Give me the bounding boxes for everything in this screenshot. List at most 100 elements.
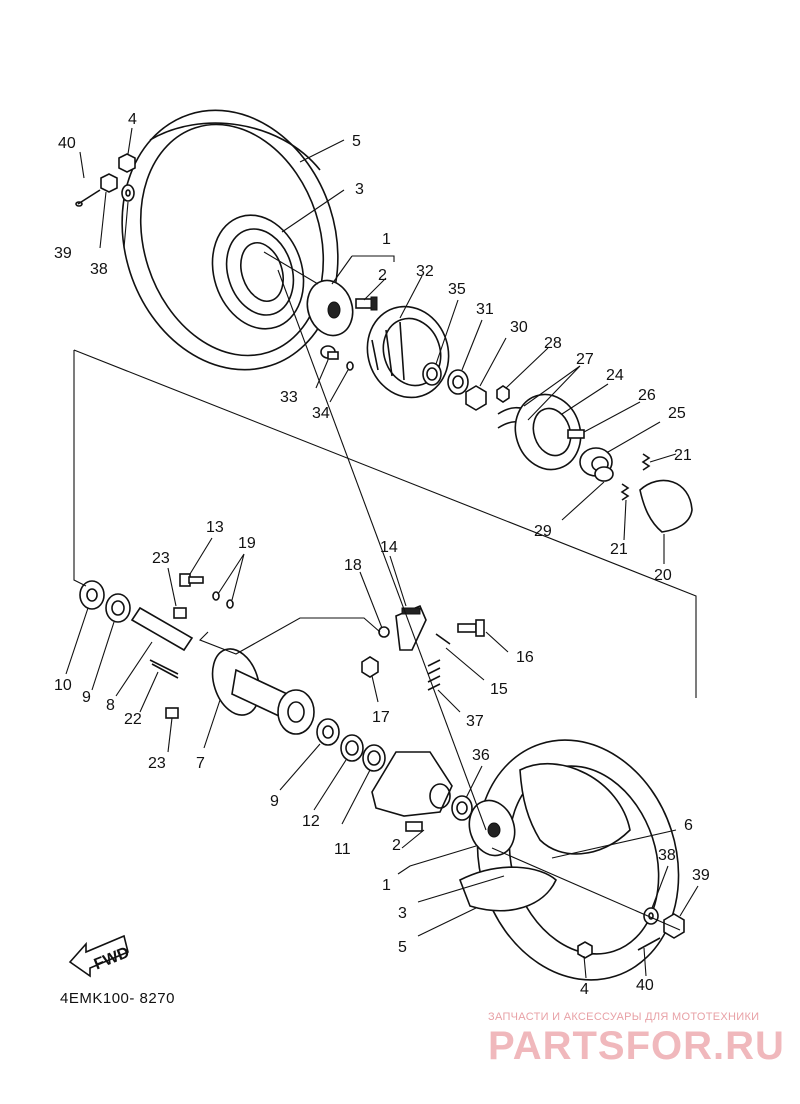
leader-lines — [65, 127, 699, 979]
fwd-arrow-icon: FWD — [68, 934, 132, 978]
nut-39-lower — [663, 913, 685, 939]
callout-8: 8 — [106, 697, 115, 714]
bolt-2-lower — [405, 821, 423, 832]
watermark-logo: PARTSFOR.RU — [488, 1024, 785, 1068]
callout-6: 6 — [684, 817, 693, 834]
seal-12 — [340, 734, 364, 762]
brake-drum-24 — [514, 393, 582, 471]
callout-9-left: 9 — [82, 689, 91, 706]
callout-numbers: 40 4 5 3 39 38 1 2 32 35 31 30 28 27 24 … — [54, 111, 710, 998]
callout-4-lower: 4 — [580, 981, 589, 998]
watermark-subtitle: ЗАПЧАСТИ И АКСЕССУАРЫ ДЛЯ МОТОТЕХНИКИ — [488, 1011, 760, 1023]
cotter-pin-40-upper — [75, 189, 101, 207]
callout-32: 32 — [416, 263, 434, 280]
brake-drum-32 — [366, 305, 450, 399]
clip-19 — [212, 591, 234, 609]
callout-37: 37 — [466, 713, 484, 730]
bolt-26 — [567, 429, 585, 439]
callout-24: 24 — [606, 367, 624, 384]
callout-14: 14 — [380, 539, 398, 556]
callout-36: 36 — [472, 747, 490, 764]
callout-20: 20 — [654, 567, 672, 584]
callout-23-lower: 23 — [148, 755, 166, 772]
callout-19: 19 — [238, 535, 256, 552]
nut-4-upper — [118, 153, 136, 173]
callout-33: 33 — [280, 389, 298, 406]
bolt-16 — [457, 619, 485, 637]
callout-28: 28 — [544, 335, 562, 352]
callout-38-upper: 38 — [90, 261, 108, 278]
callout-25: 25 — [668, 405, 686, 422]
bolt-23-upper — [173, 607, 187, 619]
spring-21-lower — [620, 483, 630, 501]
nut-39-upper — [100, 173, 118, 193]
callout-27: 27 — [576, 351, 594, 368]
bolt-2-upper — [355, 296, 378, 311]
callout-2-lower: 2 — [392, 837, 401, 854]
callout-26: 26 — [638, 387, 656, 404]
part-code-label: 4EMK100- 8270 — [60, 990, 175, 1007]
bearing-31 — [447, 369, 469, 395]
callout-11: 11 — [334, 841, 351, 858]
washer-38-lower — [643, 907, 659, 925]
bearing-9-left — [105, 593, 131, 623]
callout-34: 34 — [312, 405, 330, 422]
nut-30 — [465, 385, 487, 411]
callout-1-lower: 1 — [382, 877, 391, 894]
callout-16: 16 — [516, 649, 534, 666]
callout-30: 30 — [510, 319, 528, 336]
nut-17 — [361, 656, 379, 678]
callout-38-lower: 38 — [658, 847, 676, 864]
stud-22 — [149, 659, 179, 679]
spring-21-upper — [641, 453, 651, 471]
cap-29 — [594, 466, 614, 482]
washer-38-upper — [121, 184, 135, 202]
seal-35 — [422, 362, 442, 386]
nut-4-lower — [577, 941, 593, 959]
callout-23-upper: 23 — [152, 550, 170, 567]
callout-18: 18 — [344, 557, 362, 574]
callout-13: 13 — [206, 519, 224, 536]
bolt-23-lower — [165, 707, 179, 719]
callout-40-lower: 40 — [636, 977, 654, 994]
callout-2-upper: 2 — [378, 267, 387, 284]
seal-36 — [451, 795, 473, 821]
nut-28 — [496, 385, 510, 403]
callout-7: 7 — [196, 755, 205, 772]
callout-22: 22 — [124, 711, 142, 728]
callout-9-right: 9 — [270, 793, 279, 810]
pin-15 — [435, 633, 451, 645]
callout-40-upper: 40 — [58, 135, 76, 152]
callout-35: 35 — [448, 281, 466, 298]
callout-21-lower: 21 — [610, 541, 628, 558]
callout-29: 29 — [534, 523, 552, 540]
bolt-33 — [320, 345, 339, 360]
hub-upper — [306, 279, 354, 337]
wheel-rim-lower — [458, 762, 631, 912]
spring-37 — [427, 659, 441, 691]
callout-31: 31 — [476, 301, 494, 318]
washer-34 — [346, 361, 354, 371]
callout-21-upper: 21 — [674, 447, 692, 464]
callout-17: 17 — [372, 709, 390, 726]
seal-11 — [362, 744, 386, 772]
clip-18 — [378, 626, 390, 638]
callout-12: 12 — [302, 813, 320, 830]
callout-39-lower: 39 — [692, 867, 710, 884]
callout-15: 15 — [490, 681, 508, 698]
brake-shoe-20 — [639, 479, 693, 533]
gear-case — [371, 751, 453, 817]
callout-5-lower: 5 — [398, 939, 407, 956]
axle-housing-7 — [211, 648, 315, 735]
callout-1-upper: 1 — [382, 231, 391, 248]
callout-10: 10 — [54, 677, 72, 694]
callout-39-upper: 39 — [54, 245, 72, 262]
callout-4-upper: 4 — [128, 111, 137, 128]
bolt-13 — [179, 573, 204, 587]
bearing-10 — [79, 580, 105, 610]
callout-3-upper: 3 — [355, 181, 364, 198]
rim-upper — [211, 214, 305, 330]
callout-5-upper: 5 — [352, 133, 361, 150]
collar-8 — [130, 606, 194, 652]
